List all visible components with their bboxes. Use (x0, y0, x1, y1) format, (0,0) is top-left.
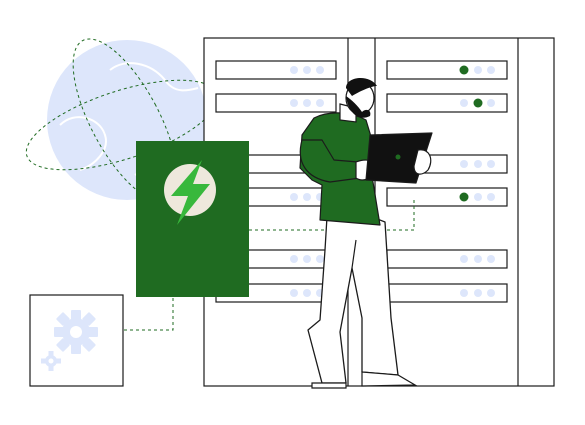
server-unit (386, 93, 508, 113)
dashed-connectors (124, 197, 415, 331)
gear-icon (41, 351, 61, 371)
person-figure (299, 77, 433, 389)
server-unit (215, 93, 337, 113)
server-unit (386, 283, 508, 303)
server-unit (386, 187, 508, 207)
server-unit (386, 60, 508, 80)
settings-panel (29, 294, 124, 387)
power-panel (136, 141, 249, 297)
lightning-icon (164, 160, 216, 225)
server-unit (215, 60, 337, 80)
gear-icon (54, 310, 98, 354)
server-unit (386, 249, 508, 269)
server-units-right (386, 60, 508, 303)
